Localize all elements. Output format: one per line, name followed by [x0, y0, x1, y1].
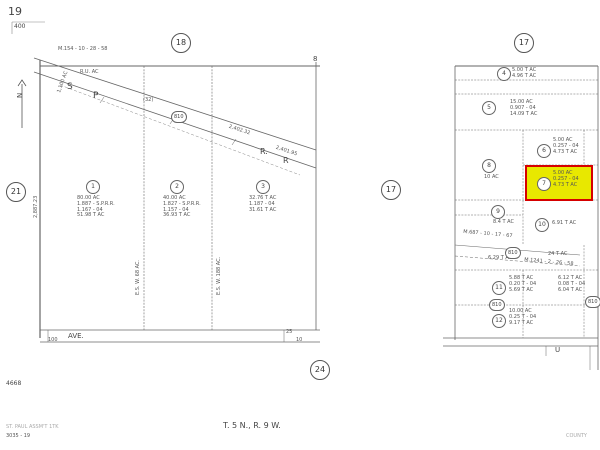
corner-marks — [11, 21, 45, 34]
page-ref-top: 400 — [14, 23, 26, 30]
left-ew-1: E.S. W. 68 AC. — [135, 259, 141, 295]
parcel-number-11[interactable]: 11 — [492, 281, 506, 295]
right-circ-810a: 810 — [505, 247, 521, 259]
adjacent-section-west: 21 — [6, 182, 26, 202]
parcel-number-12[interactable]: 12 — [492, 314, 506, 328]
road-label-u: U — [555, 346, 561, 354]
right-ac-lower: 6.29 T AC — [488, 255, 513, 261]
parcel-number-10[interactable]: 10 — [535, 218, 549, 232]
left-dim-lower-3: 10 — [296, 337, 303, 343]
north-arrow-icon — [17, 79, 27, 128]
right-circ-810b: 810 — [489, 299, 505, 311]
left-section — [33, 57, 320, 343]
footer-left-1: 3035 - 19 — [6, 433, 31, 439]
parcel-number-4[interactable]: 4 — [497, 67, 511, 81]
road-label-ave: AVE. — [68, 332, 84, 340]
adjacent-section-north-left: 18 — [171, 33, 191, 53]
parcel-number-6[interactable]: 6 — [537, 144, 551, 158]
rr-letter-p: P — [93, 91, 99, 101]
left-row-top: R.U. AC — [80, 69, 99, 75]
north-label: N — [16, 92, 24, 98]
left-book-321: (32) — [143, 97, 154, 103]
parcel-8-details: 10 AC — [484, 174, 499, 180]
adjacent-section-south: 24 — [310, 360, 330, 380]
left-length-vert: 2,887.23 — [33, 195, 39, 218]
left-dim-lower-2: 25 — [286, 329, 293, 335]
footer-right: COUNTY — [566, 433, 587, 439]
right-circ-810c: 810 — [585, 296, 600, 308]
parcel-10-details: 6.91 T AC — [552, 220, 577, 226]
adjacent-section-north-right: 17 — [514, 33, 534, 53]
left-dim-lower-1: 100 — [48, 337, 58, 343]
rr-letter-r1: R. — [260, 147, 268, 156]
road-label-8: 8 — [313, 55, 318, 63]
parcel-number-2[interactable]: 2 — [170, 180, 184, 194]
right-section — [443, 65, 599, 370]
parcel-number-8[interactable]: 8 — [482, 159, 496, 173]
township-range: T. 5 N., R. 9 W. — [223, 421, 281, 430]
rr-letter-s: S — [67, 82, 73, 92]
footer-left-2: ST. PAUL ASSM'T 1TK — [6, 424, 59, 430]
left-rec-top: M.154 - 10 - 28 - 58 — [58, 46, 108, 52]
parcel-number-1[interactable]: 1 — [86, 180, 100, 194]
parcel-9-details: 8.4 T AC — [493, 219, 515, 225]
parcel-number-3[interactable]: 3 — [256, 180, 270, 194]
adjacent-section-middle: 17 — [381, 180, 401, 200]
page-number: 19 — [8, 5, 22, 18]
parcel-number-5[interactable]: 5 — [482, 101, 496, 115]
rr-letter-r2: R — [283, 156, 289, 165]
parcel-number-7[interactable]: 7 — [537, 177, 551, 191]
right-ac-mid-right: 24 T AC — [548, 251, 568, 257]
left-circ-810: 810 — [171, 111, 187, 123]
left-ew-2: E.S. W. 188 AC. — [216, 256, 222, 295]
page-ref-bottom: 4668 — [6, 380, 22, 387]
parcel-number-9[interactable]: 9 — [491, 205, 505, 219]
